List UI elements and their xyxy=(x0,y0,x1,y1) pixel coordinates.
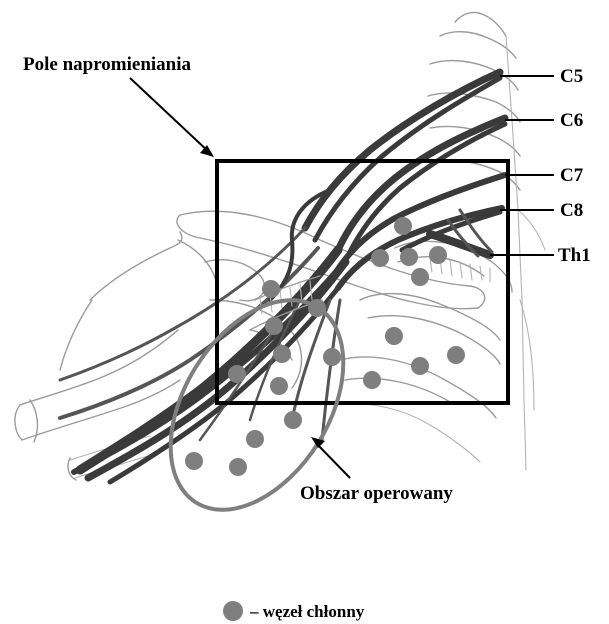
lymph-node xyxy=(308,299,326,317)
root-label-c5: C5 xyxy=(560,66,583,87)
lymph-node xyxy=(273,345,291,363)
root-label-c8: C8 xyxy=(560,200,583,221)
root-label-c6: C6 xyxy=(560,110,583,131)
legend-node-icon xyxy=(223,601,243,621)
lymph-node xyxy=(265,317,283,335)
brachial-plexus-nerves xyxy=(60,72,505,482)
lymph-node xyxy=(262,280,280,298)
legend: – węzeł chłonny xyxy=(223,601,365,621)
radiation-field-box xyxy=(217,161,508,403)
operated-area-label: Obszar operowany xyxy=(300,483,453,504)
lymph-node xyxy=(371,249,389,267)
lymph-node xyxy=(447,346,465,364)
lymph-node xyxy=(323,348,341,366)
lymph-node xyxy=(411,268,429,286)
legend-label: – węzeł chłonny xyxy=(249,602,365,621)
lymph-node xyxy=(270,377,288,395)
lymph-node xyxy=(411,357,429,375)
lymph-node xyxy=(228,365,246,383)
lymph-node xyxy=(400,248,418,266)
lymph-node xyxy=(229,458,247,476)
lymph-node xyxy=(429,246,447,264)
lymph-node xyxy=(246,430,264,448)
lymph-node xyxy=(284,411,302,429)
lymph-node xyxy=(185,452,203,470)
lymph-node xyxy=(363,371,381,389)
root-label-th1: Th1 xyxy=(558,245,591,266)
lymph-nodes xyxy=(185,217,465,476)
lymph-node xyxy=(394,217,412,235)
root-label-c7: C7 xyxy=(560,165,584,186)
lymph-node xyxy=(385,327,403,345)
radiation-field-label: Pole napromieniania xyxy=(23,54,192,75)
